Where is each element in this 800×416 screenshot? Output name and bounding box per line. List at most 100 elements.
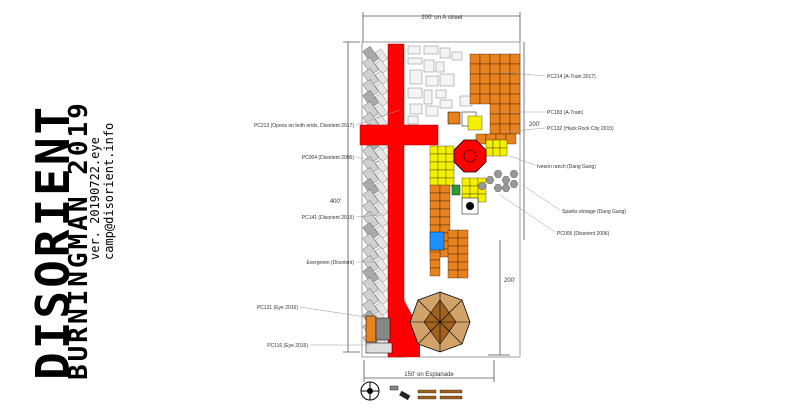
- orange-tent: [479, 93, 491, 105]
- gray-block-icon: [389, 385, 399, 391]
- rv-vehicle: [362, 178, 379, 197]
- orange-tent: [489, 83, 501, 95]
- rv-vehicle: [362, 277, 379, 296]
- hexayurt: [501, 184, 511, 192]
- rv-vehicle: [362, 101, 379, 120]
- rv-vehicle: [362, 266, 379, 285]
- rv-vehicle: [374, 290, 388, 305]
- rv-vehicle: [362, 57, 379, 76]
- rv-vehicle: [362, 288, 379, 307]
- rv-vehicle: [374, 257, 388, 272]
- eye-structure: [409, 291, 471, 353]
- structure-box: [423, 89, 433, 105]
- rv-vehicle: [362, 211, 379, 230]
- yellow-tent: [437, 153, 447, 163]
- yellow-tent: [461, 177, 471, 187]
- yellow-tent: [437, 145, 447, 155]
- orange-tent: [509, 93, 521, 105]
- rv-vehicle: [362, 167, 379, 186]
- label-sparks: Sparks storage (Dang Gang): [562, 209, 626, 215]
- yellow-tent: [437, 161, 447, 171]
- yellow-tent: [469, 177, 479, 187]
- orange-tent: [489, 63, 501, 75]
- rv-vehicle: [362, 222, 379, 241]
- rv-vehicle: [374, 279, 388, 294]
- label-pc131: PC131 (Eye 2016): [257, 305, 298, 311]
- hexayurt: [485, 176, 495, 184]
- blue-tile: [429, 231, 445, 251]
- orange-tent: [499, 103, 511, 115]
- orange-tent: [499, 73, 511, 85]
- rv-vehicle: [362, 145, 379, 164]
- orange-tent: [439, 200, 451, 210]
- rv-vehicle: [362, 79, 379, 98]
- orange-tent: [429, 200, 441, 210]
- rv-column: [362, 46, 388, 351]
- shade-center: [466, 202, 474, 210]
- label-pc214: PC214 (A-Train 2017): [547, 74, 596, 80]
- yellow-tent: [445, 145, 455, 155]
- orange-tent: [499, 53, 511, 65]
- orange-tent: [469, 63, 481, 75]
- yellow-tent: [429, 177, 439, 187]
- rv-vehicle: [374, 224, 388, 239]
- hexayurt: [509, 170, 519, 178]
- structure-box: [439, 73, 455, 87]
- orange-tent: [457, 261, 469, 271]
- pc116-rv: [365, 342, 393, 354]
- rv-vehicle: [374, 59, 388, 74]
- rv-vehicle: [362, 189, 379, 208]
- dim-right-lower-label: 200': [504, 278, 515, 284]
- rv-vehicle: [374, 268, 388, 283]
- structure-box: [451, 51, 463, 61]
- structure-box: [409, 69, 423, 85]
- orange-tent: [489, 93, 501, 105]
- orange-tent: [499, 93, 511, 105]
- rv-vehicle: [374, 103, 388, 118]
- orange-tent: [469, 83, 481, 95]
- legend-icons: [360, 381, 463, 401]
- rv-vehicle: [374, 81, 388, 96]
- orange-tent: [429, 216, 441, 226]
- rv-vehicle: [374, 246, 388, 261]
- rv-vehicle: [374, 180, 388, 195]
- dome-center: [463, 149, 477, 163]
- orange-tent: [457, 269, 469, 279]
- orange-tent: [447, 229, 459, 239]
- orange-tent: [439, 184, 451, 194]
- orange-tent: [509, 63, 521, 75]
- yellow-tent: [445, 161, 455, 171]
- pc116-tent: [365, 315, 377, 343]
- yellow-tent: [445, 153, 455, 163]
- orange-tent: [439, 216, 451, 226]
- hexayurt: [509, 180, 519, 188]
- orange-tent: [457, 237, 469, 247]
- yellow-tent: [485, 147, 494, 157]
- orange-shade: [447, 111, 461, 125]
- label-pc213: PC213 (Opens on both ends, Disorient 201…: [254, 123, 354, 129]
- yellow-tent: [461, 185, 471, 195]
- orange-tent: [499, 83, 511, 95]
- yellow-tent: [437, 177, 447, 187]
- orange-tent: [447, 269, 459, 279]
- yellow-tent: [429, 169, 439, 179]
- rv-vehicle: [374, 70, 388, 85]
- orange-tent: [509, 123, 521, 135]
- hexayurt: [493, 184, 503, 192]
- label-pc132: PC132 (Hack Rock City 2015): [547, 126, 614, 132]
- orange-tent: [457, 229, 469, 239]
- structure-box: [425, 105, 439, 117]
- rv-vehicle: [362, 299, 379, 318]
- structure-box: [407, 45, 421, 55]
- structure-box: [409, 103, 423, 115]
- structure-box: [407, 87, 423, 99]
- orange-tent: [479, 63, 491, 75]
- orange-tent: [489, 73, 501, 85]
- rv-vehicle: [362, 46, 379, 65]
- rv-vehicle: [374, 92, 388, 107]
- orange-tent: [469, 53, 481, 65]
- black-block-icon: [399, 390, 411, 401]
- orange-tent: [489, 53, 501, 65]
- orange-tent: [509, 83, 521, 95]
